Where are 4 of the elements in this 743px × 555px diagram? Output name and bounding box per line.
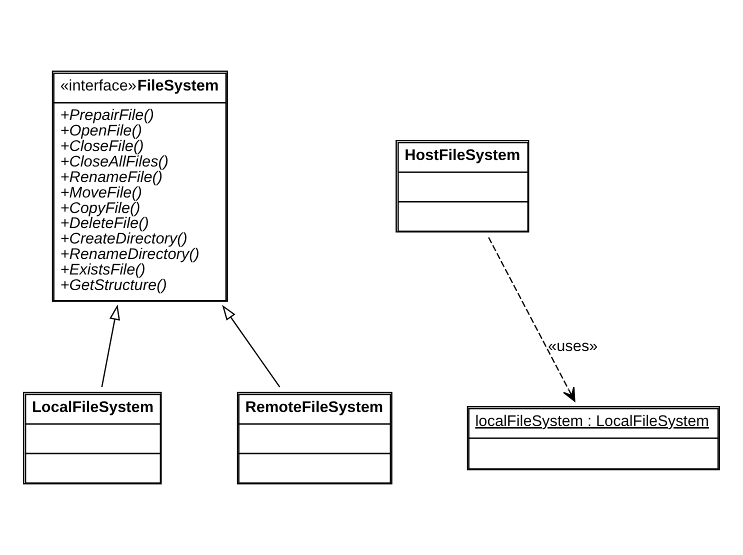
arrow xyxy=(488,237,576,402)
edge-label: «uses» xyxy=(548,338,598,355)
arrow xyxy=(101,304,120,388)
arrow xyxy=(222,304,280,388)
